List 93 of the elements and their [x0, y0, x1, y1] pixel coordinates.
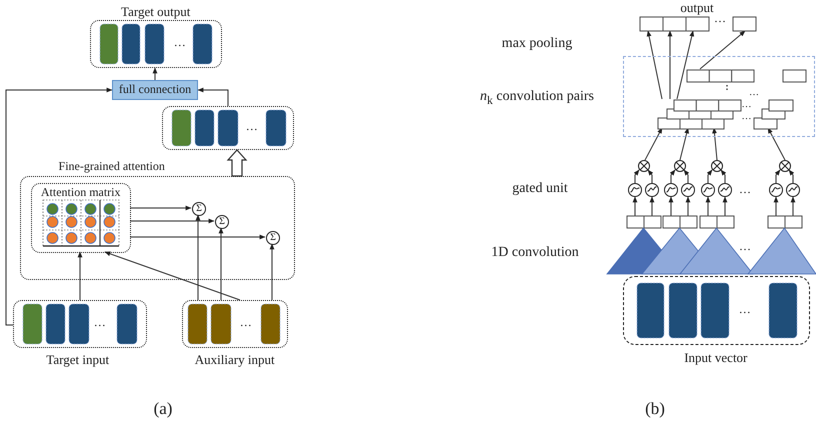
arrow — [788, 169, 794, 184]
panel-label: (b) — [645, 400, 665, 419]
ellipsis: … — [738, 302, 751, 316]
cell-pair — [768, 216, 802, 228]
arrow — [78, 251, 82, 300]
arrow — [646, 30, 662, 100]
arrow — [130, 234, 266, 240]
activation-icon — [645, 183, 659, 197]
layer-label: max pooling — [502, 36, 572, 52]
dashed-region — [623, 56, 815, 137]
arrow — [650, 196, 654, 216]
activation-icon — [628, 183, 642, 197]
arrow — [686, 196, 690, 216]
activation-icon — [701, 183, 715, 197]
multiply-icon — [710, 160, 722, 172]
arrow — [774, 169, 781, 184]
arrow — [130, 206, 192, 210]
sum-symbol: Σ — [270, 232, 276, 243]
arrow — [712, 127, 718, 161]
ellipsis: … — [94, 316, 106, 329]
cell-stack — [754, 100, 793, 129]
panel-label: (a) — [154, 400, 172, 419]
box-label: full connection — [118, 83, 192, 96]
cell-row — [687, 70, 754, 82]
activation-icon — [786, 183, 800, 197]
ellipsis: … — [739, 240, 751, 254]
convolution-triangle — [680, 228, 753, 274]
activation-icon — [681, 183, 695, 197]
arrow — [218, 227, 224, 300]
arrow — [668, 30, 672, 100]
layer-label: 1D convolution — [491, 245, 579, 260]
arrow — [680, 127, 690, 161]
arrow — [722, 196, 728, 216]
group-heading: Fine-grained attention — [58, 160, 165, 173]
ellipsis: … — [246, 120, 258, 133]
convolution-triangle — [748, 228, 816, 274]
arrow — [152, 67, 158, 80]
activation-icon — [664, 183, 678, 197]
cell — [783, 70, 806, 82]
ellipsis: … — [174, 36, 186, 49]
cell-pair — [662, 216, 696, 228]
group-caption: Target input — [46, 352, 110, 367]
cell-stack — [658, 100, 741, 129]
arrow — [270, 243, 274, 300]
sum-symbol: Σ — [219, 216, 225, 227]
arrow — [768, 127, 786, 161]
group-heading: Attention matrix — [40, 186, 121, 199]
group-caption: Input vector — [684, 350, 748, 366]
layer-label: n$_{k}$ convolution pairs — [480, 89, 594, 108]
arrow — [700, 30, 746, 70]
arrow — [706, 169, 713, 184]
arrow — [130, 218, 215, 224]
arrow — [104, 252, 240, 300]
arrow — [197, 88, 228, 106]
arrow — [774, 196, 778, 216]
cell-pair — [626, 216, 660, 228]
arrow — [634, 169, 640, 184]
arrow — [668, 196, 674, 216]
activation-icon — [769, 183, 783, 197]
ellipsis: … — [742, 99, 752, 110]
multiply-icon — [778, 160, 790, 172]
group-heading: Target output — [121, 4, 190, 19]
arrow — [683, 169, 690, 184]
arrow — [226, 149, 248, 177]
process-box — [112, 80, 198, 100]
sum-node — [215, 215, 229, 229]
arrow — [632, 196, 638, 216]
arrow — [647, 169, 654, 184]
dotted-group-box — [162, 106, 294, 150]
multiply-icon — [674, 160, 686, 172]
row-heading: output — [680, 1, 714, 16]
group-caption: Auxiliary input — [194, 352, 275, 367]
ellipsis: … — [749, 87, 759, 98]
arrow — [790, 196, 796, 216]
ellipsis: … — [240, 316, 252, 329]
ellipsis: … — [739, 183, 751, 196]
multiply-icon — [638, 160, 650, 172]
ellipsis: … — [742, 111, 752, 122]
arrow — [644, 127, 662, 161]
cell-pair — [700, 216, 734, 228]
arrow — [720, 169, 726, 184]
arrow — [196, 214, 200, 300]
arrow — [670, 169, 676, 184]
activation-icon — [718, 183, 732, 197]
arrow — [6, 88, 113, 326]
ellipsis: … — [714, 12, 726, 26]
arrow — [676, 30, 694, 100]
sum-node — [192, 202, 206, 216]
dotted-group-box — [31, 183, 131, 253]
sum-symbol: Σ — [196, 203, 202, 214]
layer-label: gated unit — [512, 181, 568, 196]
arrow — [706, 196, 710, 216]
sum-node — [266, 231, 280, 245]
